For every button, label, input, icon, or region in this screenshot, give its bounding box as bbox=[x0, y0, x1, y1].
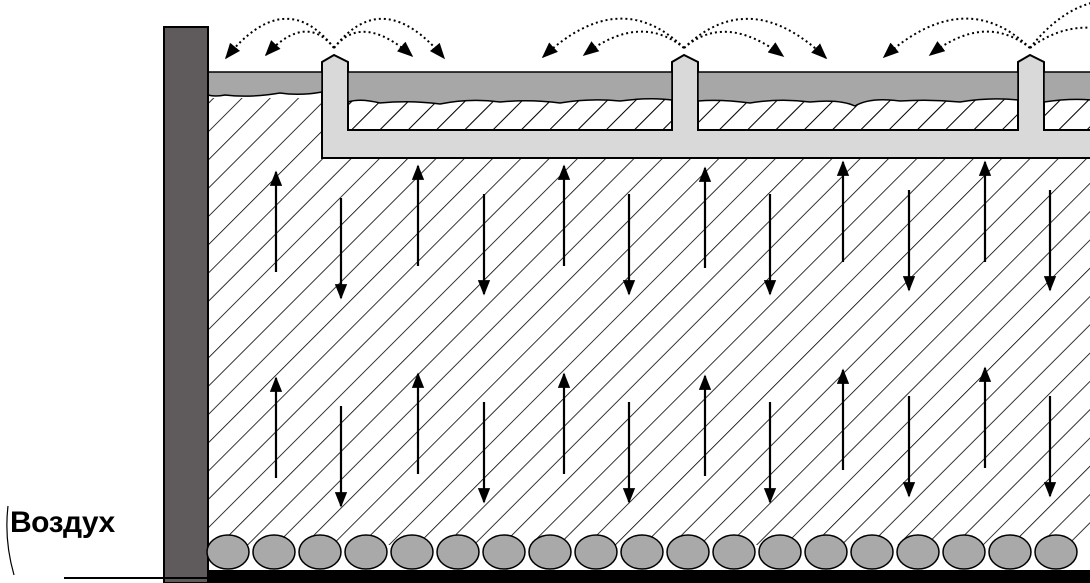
air-bubble-icon bbox=[298, 534, 342, 570]
tray-liquid-1 bbox=[349, 100, 671, 129]
air-bubble-icon bbox=[666, 534, 710, 570]
air-bubble-icon bbox=[528, 534, 572, 570]
arrow-up-icon bbox=[276, 575, 286, 583]
air-bubble-icon bbox=[942, 534, 986, 570]
dotted-curved-arrow-icon bbox=[264, 30, 335, 57]
dotted-curved-arrow-icon bbox=[928, 30, 1031, 56]
air-bubble-row bbox=[206, 534, 1078, 570]
arrow-up-icon bbox=[738, 575, 748, 583]
cell-wall bbox=[163, 26, 209, 583]
air-inlet-curve bbox=[6, 505, 15, 576]
air-bubble-icon bbox=[804, 534, 848, 570]
arrow-up-icon bbox=[338, 575, 348, 583]
air-bubble-icon bbox=[344, 534, 388, 570]
dotted-curved-arrow-icon bbox=[683, 30, 785, 57]
dotted-curved-arrow-icon bbox=[333, 17, 446, 60]
dotted-curved-arrow-icon bbox=[224, 17, 335, 60]
arrow-up-icon bbox=[425, 575, 435, 583]
air-bubble-icon bbox=[206, 534, 250, 570]
arrow-up-icon bbox=[1060, 575, 1070, 583]
dotted-curved-arrow-icon bbox=[333, 30, 414, 58]
air-bubble-icon bbox=[1034, 534, 1078, 570]
overflow-tray bbox=[321, 53, 1090, 159]
air-bubble-icon bbox=[390, 534, 434, 570]
dotted-curved-arrow-icon bbox=[683, 17, 828, 60]
air-bubble-icon bbox=[850, 534, 894, 570]
tray-liquid-3 bbox=[1045, 100, 1090, 129]
air-label: Воздух bbox=[10, 506, 115, 539]
dotted-curved-arrow-icon bbox=[582, 30, 685, 56]
air-bubble-icon bbox=[712, 534, 756, 570]
dotted-curved-arrow-icon bbox=[882, 17, 1031, 59]
arrow-up-icon bbox=[900, 575, 910, 583]
air-bubble-icon bbox=[482, 534, 526, 570]
pulp-liquid bbox=[208, 98, 1090, 545]
air-inlet-arrows bbox=[276, 575, 1070, 583]
air-bubble-icon bbox=[252, 534, 296, 570]
air-bubble-icon bbox=[896, 534, 940, 570]
air-bubble-icon bbox=[988, 534, 1032, 570]
foam-layer bbox=[207, 71, 1090, 107]
dotted-curved-arrow-icon bbox=[541, 17, 685, 59]
air-bubble-icon bbox=[758, 534, 802, 570]
overflow-arrows bbox=[224, 2, 1090, 60]
air-bubble-icon bbox=[436, 534, 480, 570]
air-bubble-icon bbox=[620, 534, 664, 570]
air-bubble-icon bbox=[574, 534, 618, 570]
circulation-arrows bbox=[269, 160, 1057, 508]
dotted-curved-arrow-icon bbox=[1029, 26, 1090, 49]
arrow-up-icon bbox=[815, 575, 825, 583]
